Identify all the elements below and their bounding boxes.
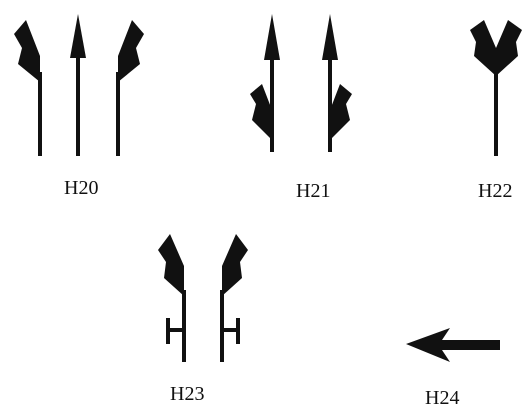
- h24-symbol: [406, 328, 500, 362]
- straight-and-side-branch-arrows-icon: [250, 14, 352, 152]
- h22-symbol: [470, 20, 522, 156]
- h23-label: H23: [170, 383, 205, 405]
- h23-symbol: [158, 234, 248, 362]
- left-arrow-icon: [406, 328, 500, 362]
- left-right-splay-with-stop-bars-icon: [158, 234, 248, 362]
- h21-symbol: [250, 14, 352, 152]
- h24-label: H24: [425, 387, 460, 409]
- h22-label: H22: [478, 180, 513, 202]
- h20-symbol: [14, 14, 144, 156]
- h20-label: H20: [64, 177, 99, 199]
- straight-and-left-right-splay-arrows-icon: [14, 14, 144, 156]
- y-fork-arrow-icon: [470, 20, 522, 156]
- h21-label: H21: [296, 180, 331, 202]
